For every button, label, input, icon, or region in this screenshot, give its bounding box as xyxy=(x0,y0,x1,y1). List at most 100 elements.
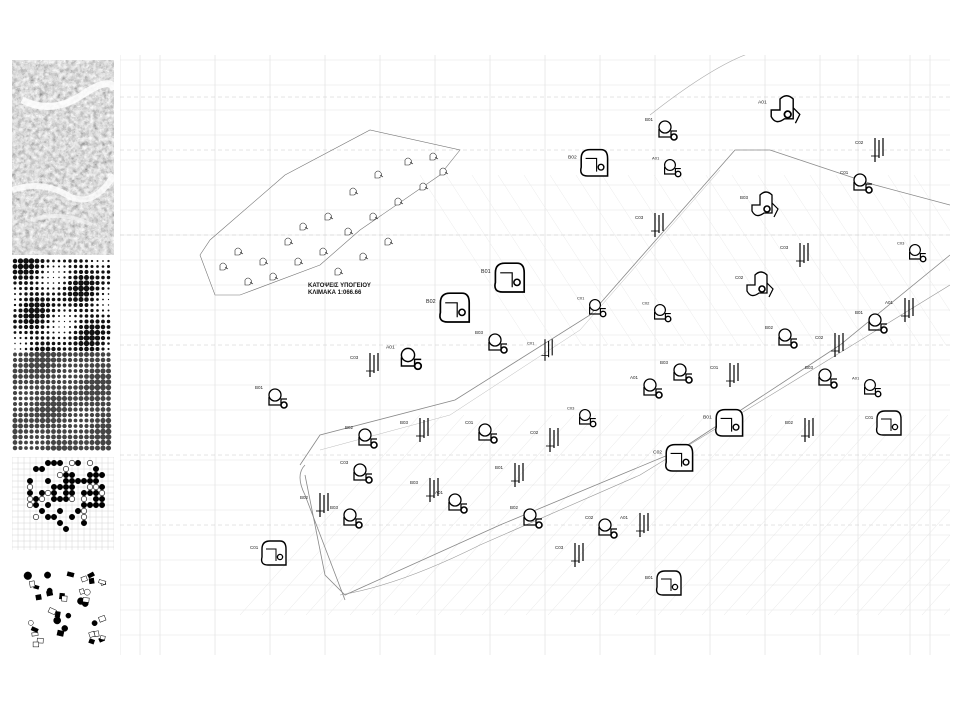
unit-label: C03 xyxy=(350,355,359,360)
halftone-dot xyxy=(12,440,18,445)
halftone-dot xyxy=(40,297,45,302)
halftone-dot xyxy=(67,396,73,401)
halftone-dot xyxy=(40,434,45,440)
grid-dot xyxy=(27,483,34,490)
halftone-dot xyxy=(40,423,45,429)
halftone-dot xyxy=(68,336,72,340)
halftone-dot xyxy=(78,363,84,368)
halftone-dot xyxy=(106,396,111,401)
grid-dot xyxy=(32,466,39,473)
analysis-panel-strip xyxy=(12,60,114,650)
unit-label: B02 xyxy=(426,299,436,305)
inset-unit xyxy=(299,222,309,231)
inset-unit xyxy=(294,257,304,266)
halftone-dot xyxy=(94,439,101,446)
halftone-dot xyxy=(18,363,23,368)
grid-dot xyxy=(44,477,51,484)
unit-label: C03 xyxy=(555,545,564,550)
halftone-dot xyxy=(17,263,24,270)
halftone-dot xyxy=(18,313,23,319)
halftone-dot xyxy=(34,346,40,352)
halftone-dot xyxy=(39,302,46,308)
inset-unit xyxy=(369,212,379,221)
halftone-dot xyxy=(19,336,22,340)
halftone-dot xyxy=(62,434,67,440)
halftone-dot xyxy=(101,270,105,274)
halftone-dot xyxy=(106,336,111,340)
halftone-dot xyxy=(29,286,34,291)
halftone-dot xyxy=(68,275,72,280)
halftone-dot xyxy=(67,418,73,423)
halftone-dot xyxy=(62,352,67,357)
halftone-dot xyxy=(96,260,99,262)
halftone-dot xyxy=(89,319,95,324)
halftone-dot xyxy=(29,347,34,351)
halftone-dot xyxy=(18,402,23,406)
halftone-dot xyxy=(18,445,23,451)
halftone-dot xyxy=(89,434,95,440)
halftone-dot xyxy=(14,293,16,295)
halftone-dot xyxy=(73,379,78,385)
halftone-dot xyxy=(29,292,34,296)
halftone-dot xyxy=(63,326,66,328)
halftone-dot xyxy=(83,329,90,336)
halftone-dot xyxy=(63,315,66,317)
grid-dot xyxy=(87,472,94,479)
halftone-dot xyxy=(45,368,51,374)
halftone-dot xyxy=(90,314,94,318)
halftone-dot xyxy=(28,258,35,264)
halftone-dot xyxy=(107,259,110,263)
halftone-dot xyxy=(68,347,72,351)
halftone-dot xyxy=(78,291,84,297)
halftone-dot xyxy=(73,264,78,269)
halftone-dot xyxy=(12,423,18,429)
grid-dot xyxy=(93,477,100,484)
unit-label: C03 xyxy=(897,241,905,246)
halftone-dot xyxy=(50,395,57,402)
halftone-dot xyxy=(28,318,35,325)
housing-unit: C03 xyxy=(555,543,584,567)
halftone-dot xyxy=(73,352,78,357)
halftone-dot xyxy=(29,269,34,275)
halftone-dot xyxy=(40,319,45,324)
halftone-dot xyxy=(13,319,17,324)
halftone-dot xyxy=(95,418,100,423)
halftone-dot xyxy=(47,271,49,273)
halftone-dot xyxy=(39,362,46,369)
scatter-unit xyxy=(88,630,96,638)
grid-dot xyxy=(99,483,106,490)
halftone-dot xyxy=(24,391,28,395)
halftone-dot xyxy=(24,297,28,302)
halftone-dot xyxy=(84,423,89,429)
unit-label: C01 xyxy=(527,341,535,346)
halftone-dot xyxy=(45,429,51,434)
halftone-dot xyxy=(84,352,89,357)
halftone-dot xyxy=(68,265,72,268)
unit-label: A01 xyxy=(435,490,444,495)
halftone-dot xyxy=(23,357,29,363)
grid-dot xyxy=(99,501,106,508)
housing-unit: C02 xyxy=(735,271,774,298)
halftone-dot xyxy=(34,385,40,390)
halftone-dot xyxy=(24,342,28,345)
halftone-dot xyxy=(56,368,62,374)
housing-unit: B02 xyxy=(568,148,609,177)
halftone-dot xyxy=(105,390,112,396)
housing-unit: C03 xyxy=(897,241,927,263)
scatter-unit xyxy=(88,577,95,585)
halftone-dot xyxy=(95,346,100,352)
halftone-dot xyxy=(100,335,106,341)
halftone-dot xyxy=(18,391,23,395)
halftone-dot xyxy=(84,412,89,418)
dot-grid-panel xyxy=(12,457,114,550)
halftone-dot xyxy=(100,439,106,446)
halftone-dot xyxy=(79,308,83,313)
unit-label: A01 xyxy=(852,376,860,381)
halftone-dot xyxy=(100,379,106,385)
halftone-dot xyxy=(100,423,106,429)
halftone-dot xyxy=(102,260,104,262)
scatter-unit xyxy=(29,580,36,588)
halftone-dot xyxy=(57,347,61,351)
halftone-dot xyxy=(45,390,51,396)
halftone-dot xyxy=(83,390,90,396)
